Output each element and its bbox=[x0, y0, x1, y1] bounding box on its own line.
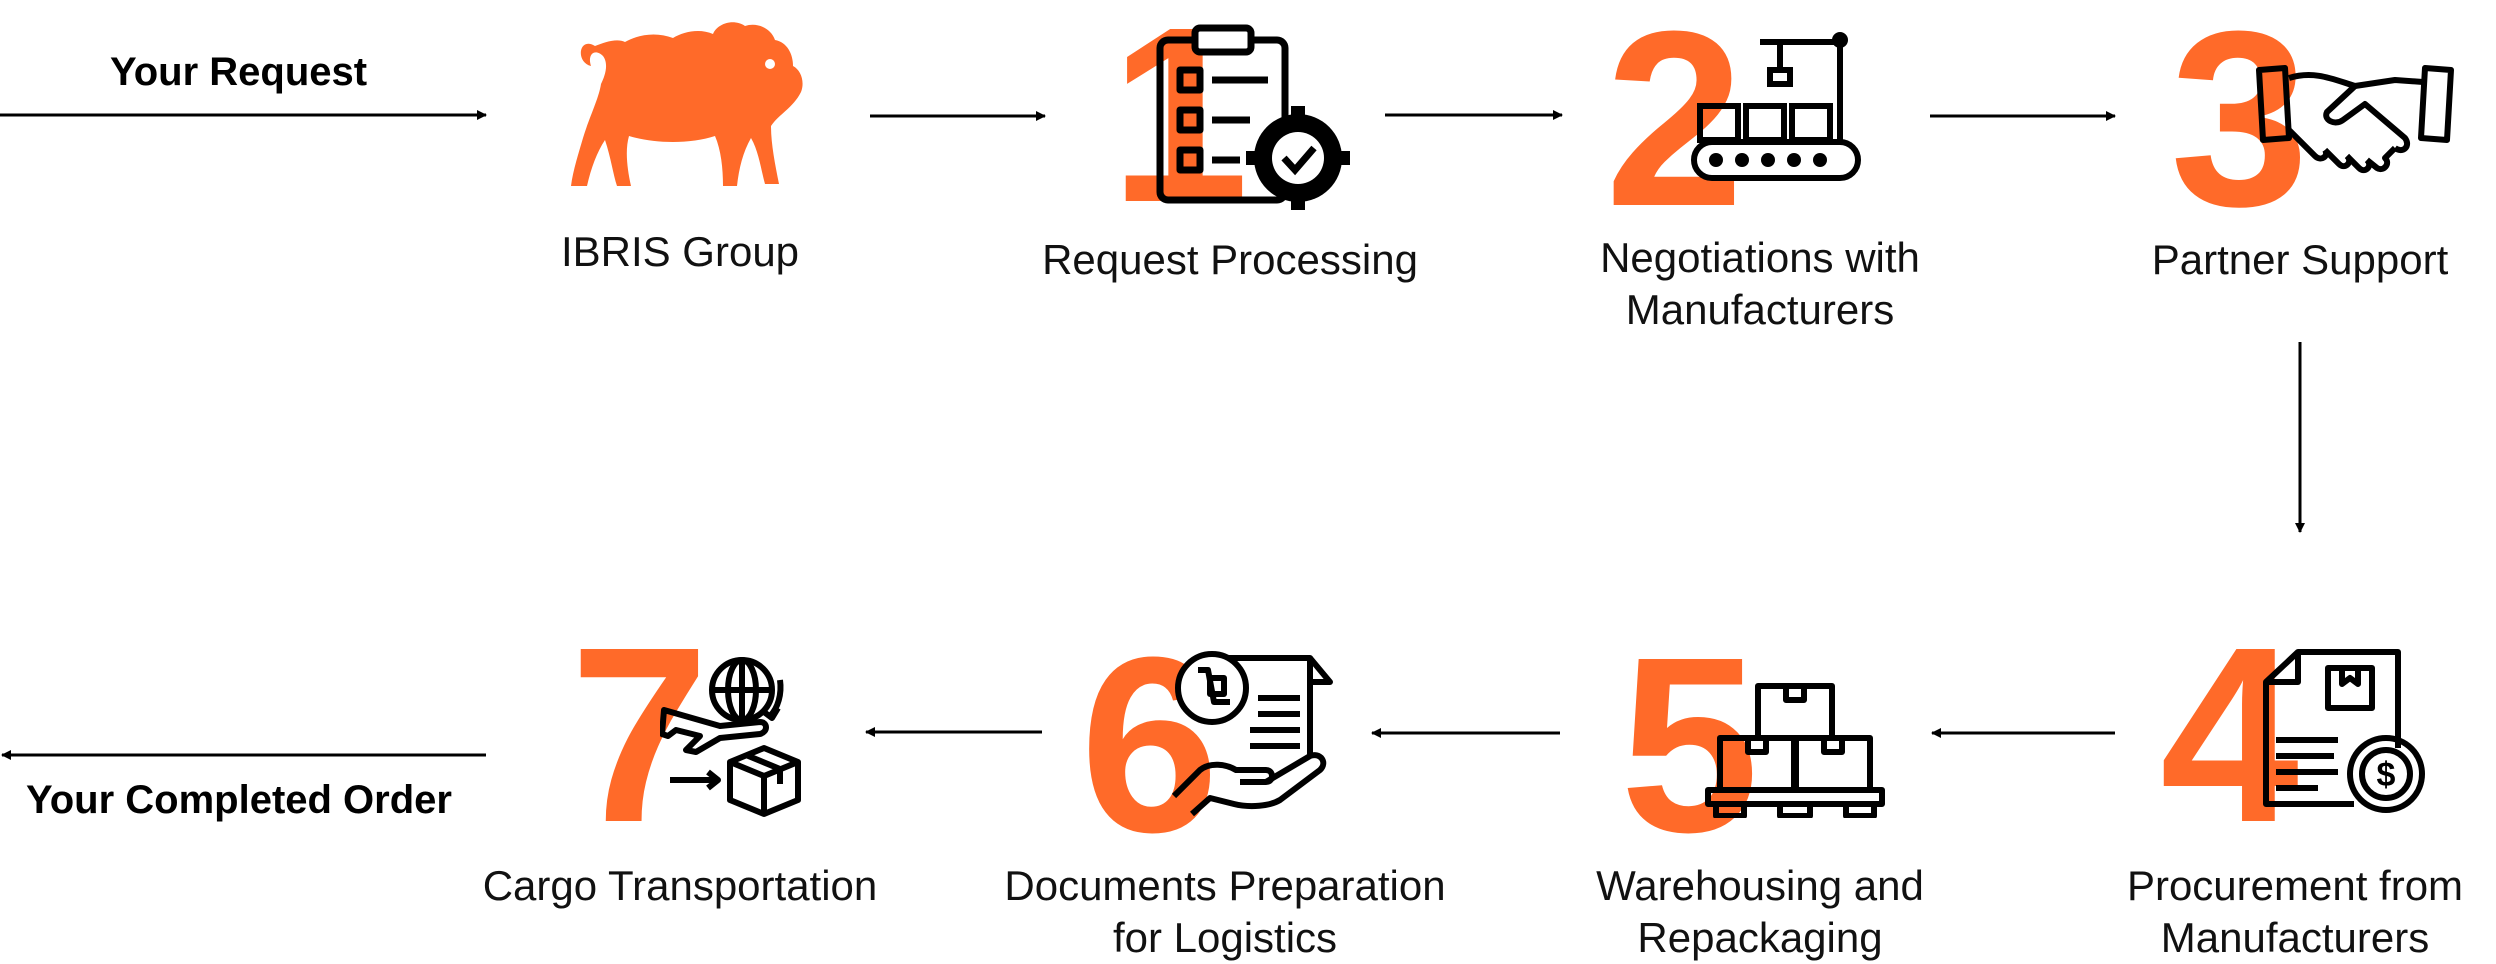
step-label-line: for Logistics bbox=[1112, 914, 1338, 961]
invoice-dollar-icon: $ bbox=[2263, 649, 2425, 813]
your-request-label: Your Request bbox=[110, 50, 368, 94]
step-2-label: Negotiations with Manufacturers bbox=[1530, 232, 1990, 336]
conveyor-belt-icon bbox=[1691, 32, 1861, 181]
step-4-label: Procurement from Manufacturers bbox=[2100, 860, 2490, 964]
step-0-label: IBRIS Group bbox=[495, 226, 865, 278]
step-4-number: 4 bbox=[2160, 595, 2300, 874]
step-label-line: Partner Support bbox=[2151, 236, 2449, 283]
pallet-boxes-icon bbox=[1705, 683, 1885, 818]
step-2-number: 2 bbox=[1605, 0, 1745, 258]
document-hand-icon bbox=[1171, 651, 1333, 817]
step-3-label: Partner Support bbox=[2120, 234, 2480, 286]
handshake-icon bbox=[2256, 65, 2454, 174]
plane-globe-box-icon bbox=[660, 657, 801, 817]
step-label-line: Repackaging bbox=[1637, 914, 1883, 961]
lion-logo-icon bbox=[571, 22, 803, 187]
step-label-line: Cargo Transportation bbox=[482, 862, 878, 909]
clipboard-gear-icon bbox=[1156, 24, 1350, 210]
step-5-label: Warehousing and Repackaging bbox=[1540, 860, 1980, 964]
step-label-line: Manufacturers bbox=[1625, 286, 1895, 333]
step-label-line: Manufacturers bbox=[2160, 914, 2430, 961]
step-label-line: IBRIS Group bbox=[560, 228, 800, 275]
step-1-label: Request Processing bbox=[1020, 234, 1440, 286]
step-label-line: Documents Preparation bbox=[1004, 862, 1446, 909]
step-label-line: Request Processing bbox=[1042, 236, 1418, 283]
step-6-label: Documents Preparation for Logistics bbox=[990, 860, 1460, 964]
step-label-line: Negotiations with bbox=[1600, 234, 1920, 281]
your-completed-order-label: Your Completed Order bbox=[26, 778, 452, 822]
step-5-number: 5 bbox=[1620, 605, 1760, 884]
svg-text:$: $ bbox=[2377, 756, 2396, 794]
step-label-line: Warehousing and bbox=[1596, 862, 1924, 909]
step-7-label: Cargo Transportation bbox=[470, 860, 890, 912]
step-label-line: Procurement from bbox=[2126, 862, 2464, 909]
